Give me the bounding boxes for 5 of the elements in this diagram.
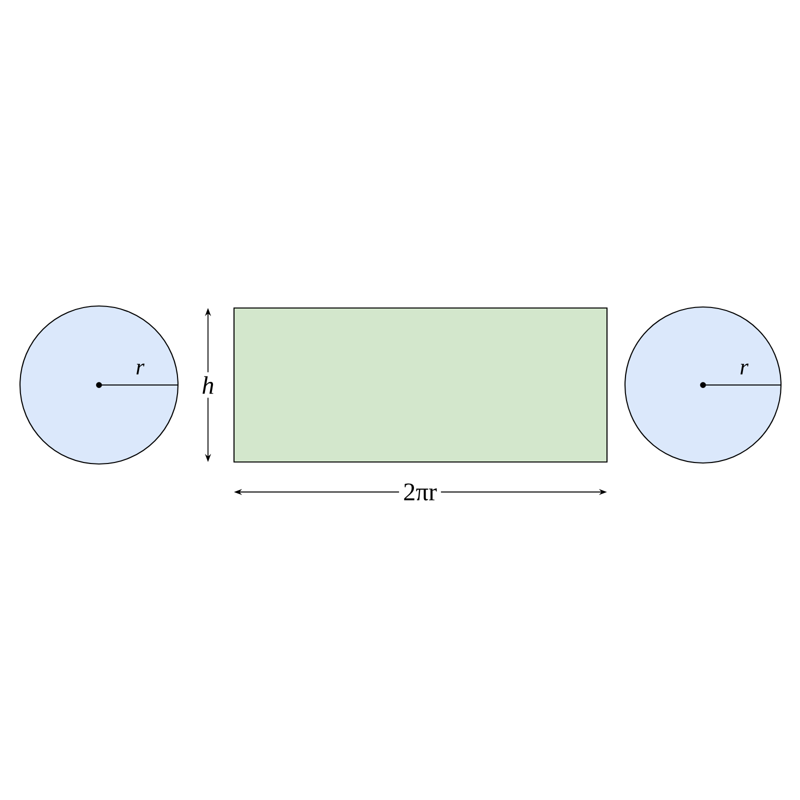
dimension-label: 2πr — [399, 480, 441, 505]
radius-label: r — [136, 364, 144, 374]
rectangle-shape — [233, 307, 608, 463]
dimension-label: h — [198, 372, 218, 398]
radius-label: r — [740, 364, 748, 374]
